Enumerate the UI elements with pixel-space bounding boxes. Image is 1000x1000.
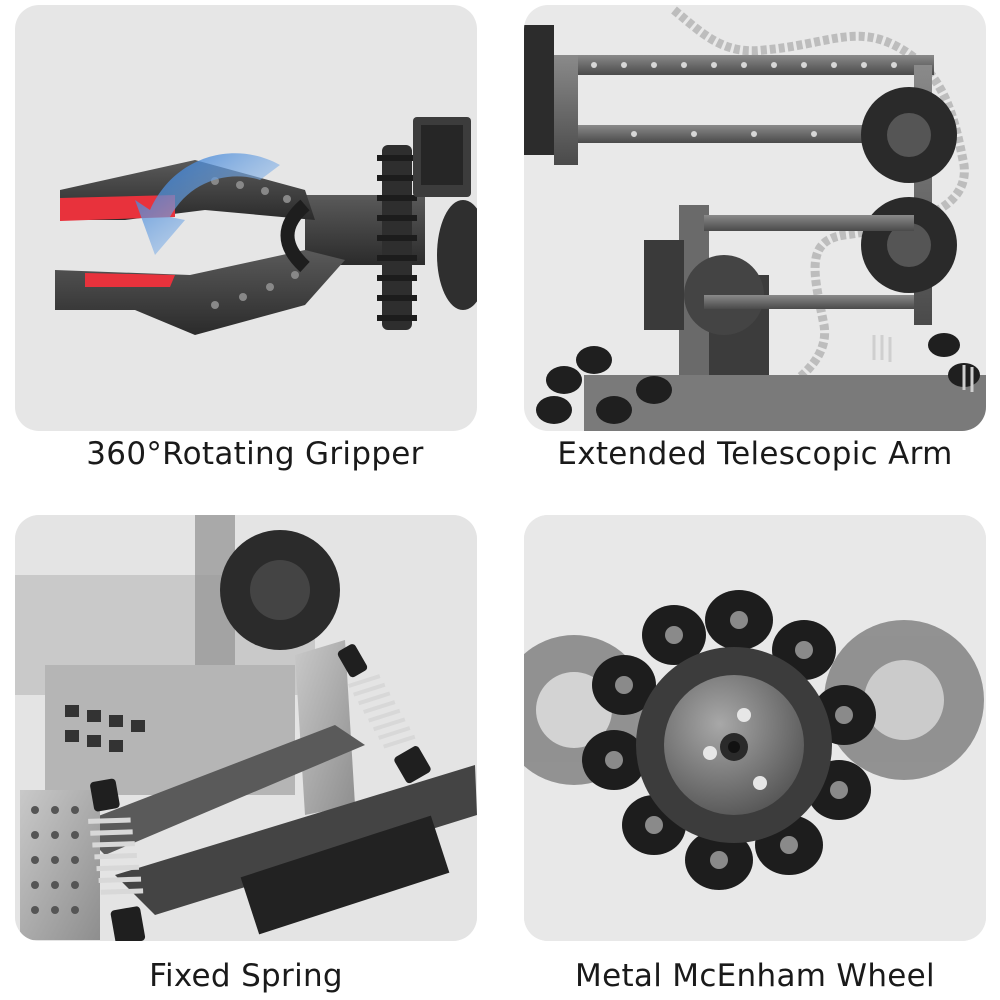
mecanum-wheel-illustration	[524, 515, 986, 941]
telescopic-arm-illustration	[524, 6, 986, 431]
feature-caption: Metal McEnham Wheel	[575, 958, 935, 994]
feature-caption: 360°Rotating Gripper	[86, 436, 424, 472]
spring-suspension-illustration	[15, 515, 477, 941]
mecanum-wheel-photo	[524, 515, 986, 941]
feature-caption: Fixed Spring	[149, 958, 343, 994]
spring-suspension-photo	[15, 515, 477, 941]
telescopic-arm-photo	[524, 5, 986, 431]
gripper-illustration	[55, 117, 477, 335]
gripper-photo	[15, 5, 477, 431]
feature-caption: Extended Telescopic Arm	[557, 436, 953, 472]
